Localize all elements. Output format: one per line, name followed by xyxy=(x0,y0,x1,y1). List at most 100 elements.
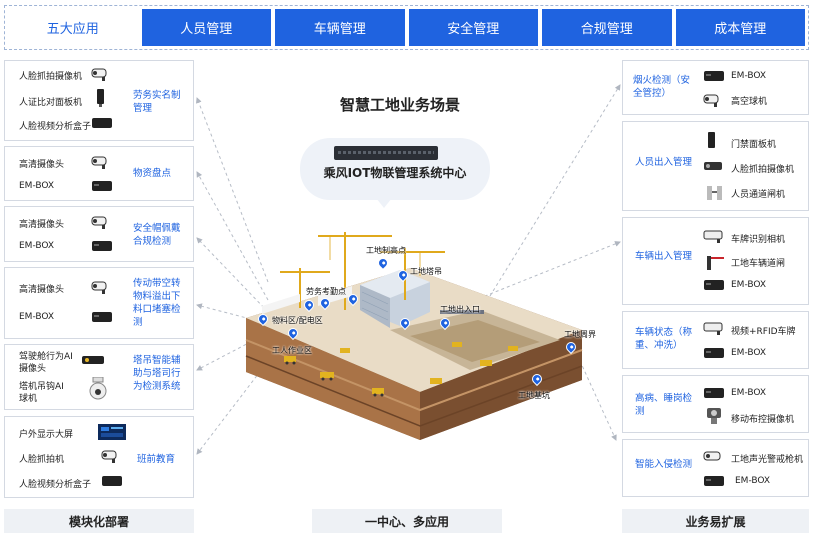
right-panel-vehicle-access: 车辆出入管理 车牌识别相机 工地车辆道闸 EM-BOX xyxy=(622,217,809,305)
device-label: 人脸抓拍机 xyxy=(19,455,65,465)
device-label: 驾驶舱行为AI摄像头 xyxy=(19,352,73,374)
left-panel-pre-shift-education: 户外显示大屏 人脸抓拍机 人脸视频分析盒子 班前教育 xyxy=(4,416,194,498)
device-label: EM-BOX xyxy=(731,388,767,398)
device-row: 视频+RFID车牌 xyxy=(731,324,796,337)
category-label: 安全帽佩戴合规检测 xyxy=(133,223,181,247)
em-box-icon xyxy=(92,241,112,251)
device-label: EM-BOX xyxy=(731,71,767,81)
category-label: 物资盘点 xyxy=(133,168,172,179)
analysis-box-icon xyxy=(102,476,122,486)
em-box-icon xyxy=(704,71,724,81)
category-label: 劳务实名制管理 xyxy=(133,90,181,114)
label-site-entrance: 工地出入口 xyxy=(440,305,480,314)
em-box-icon xyxy=(92,312,112,322)
analysis-box-icon xyxy=(92,118,112,128)
map-pin[interactable] xyxy=(437,315,453,331)
device-row: 人脸抓拍摄像机 xyxy=(19,69,82,82)
rfid-camera-icon xyxy=(703,322,723,335)
bubble-tail xyxy=(376,198,392,208)
left-panel-real-name: 人脸抓拍摄像机 人证比对面板机 人脸视频分析盒子 劳务实名制管理 xyxy=(4,60,194,141)
footer-one-center: 一中心、多应用 xyxy=(312,509,502,533)
mobile-camera-icon xyxy=(707,408,721,424)
device-label: 工地声光警戒枪机 xyxy=(731,455,804,465)
device-label: 高清摄像头 xyxy=(19,285,65,295)
device-label: 高清摄像头 xyxy=(19,160,65,170)
device-row: 人脸抓拍摄像机 xyxy=(731,162,794,175)
device-row: EM-BOX xyxy=(731,280,766,290)
category-label: 高病、睡岗检测 xyxy=(635,393,693,417)
device-label: 视频+RFID车牌 xyxy=(731,327,796,337)
device-label: 高清摄像头 xyxy=(19,220,65,230)
category-label: 车辆状态（称重、冲洗） xyxy=(635,327,693,351)
footer-easy-expansion: 业务易扩展 xyxy=(622,509,809,533)
device-row: EM-BOX xyxy=(731,388,766,398)
device-row: 工地车辆道闸 xyxy=(731,256,785,269)
server-icon xyxy=(334,146,438,160)
map-pin[interactable] xyxy=(563,339,579,355)
left-panel-tower-crane: 驾驶舱行为AI摄像头 塔机吊钩AI球机 塔吊智能辅助与塔司行为检测系统 xyxy=(4,344,194,410)
device-row: 工地声光警戒枪机 xyxy=(731,452,803,465)
device-row: 高清摄像头 xyxy=(19,217,64,230)
camera-icon xyxy=(704,162,722,170)
system-center-name: 乘风IOT物联管理系统中心 xyxy=(323,166,467,180)
device-label: EM-BOX xyxy=(19,312,55,322)
em-box-icon xyxy=(92,181,112,191)
tab-safety-management[interactable]: 安全管理 xyxy=(408,9,538,46)
top-navigation: 五大应用 人员管理 车辆管理 安全管理 合规管理 成本管理 xyxy=(4,5,809,50)
device-label: 人脸抓拍摄像机 xyxy=(19,72,83,82)
device-row: 门禁面板机 xyxy=(731,137,776,150)
map-pin[interactable] xyxy=(397,315,413,331)
em-box-icon xyxy=(704,476,724,486)
map-pin[interactable] xyxy=(301,297,317,313)
map-pin[interactable] xyxy=(255,311,271,327)
device-label: 人证比对面板机 xyxy=(19,98,83,108)
map-pin[interactable] xyxy=(317,295,333,311)
scene-title: 智慧工地业务场景 xyxy=(339,96,460,114)
device-label: 人脸视频分析盒子 xyxy=(19,480,92,490)
device-label: 高空球机 xyxy=(731,97,768,107)
device-row: 户外显示大屏 xyxy=(19,427,73,440)
device-label: EM-BOX xyxy=(731,280,767,290)
map-pin[interactable] xyxy=(375,255,391,271)
map-pin[interactable] xyxy=(345,291,361,307)
device-row: 塔机吊钩AI球机 xyxy=(19,381,69,405)
right-panel-personnel-access: 人员出入管理 门禁面板机 人脸抓拍摄像机 人员通道闸机 xyxy=(622,121,809,211)
label-foundation-pit: 工地基坑 xyxy=(518,391,550,400)
right-panel-smoke-fire: 烟火检测（安全管控） EM-BOX 高空球机 xyxy=(622,60,809,115)
device-row: EM-BOX xyxy=(735,476,770,486)
left-panel-inventory: 高清摄像头 EM-BOX 物资盘点 xyxy=(4,146,194,201)
device-label: 工地车辆道闸 xyxy=(731,259,786,269)
map-pin[interactable] xyxy=(285,325,301,341)
category-label: 传动带空转物料溢出下料口堵塞检测 xyxy=(133,278,181,328)
device-label: 人脸视频分析盒子 xyxy=(19,122,92,132)
tab-vehicle-management[interactable]: 车辆管理 xyxy=(275,9,405,46)
left-panel-conveyor: 高清摄像头 EM-BOX 传动带空转物料溢出下料口堵塞检测 xyxy=(4,267,194,339)
device-row: EM-BOX xyxy=(731,348,766,358)
label-work-area: 工人作业区 xyxy=(272,346,312,355)
tab-five-applications[interactable]: 五大应用 xyxy=(8,9,138,46)
camera-icon xyxy=(91,216,107,229)
tab-cost-management[interactable]: 成本管理 xyxy=(675,9,805,46)
map-pin[interactable] xyxy=(529,371,545,387)
device-row: EM-BOX xyxy=(19,241,54,251)
plate-camera-icon xyxy=(703,230,723,243)
label-site-high-point: 工地制高点 xyxy=(366,246,406,255)
device-row: 移动布控摄像机 xyxy=(731,412,794,425)
map-pin[interactable] xyxy=(395,267,411,283)
device-row: 人脸抓拍机 xyxy=(19,452,64,465)
right-panel-vehicle-status: 车辆状态（称重、冲洗） 视频+RFID车牌 EM-BOX xyxy=(622,311,809,369)
device-row: 人证比对面板机 xyxy=(19,95,82,108)
device-row: 人脸视频分析盒子 xyxy=(19,119,91,132)
cockpit-camera-icon xyxy=(82,356,104,364)
tab-personnel-management[interactable]: 人员管理 xyxy=(141,9,271,46)
device-label: 户外显示大屏 xyxy=(19,430,74,440)
device-row: 驾驶舱行为AI摄像头 xyxy=(19,351,81,375)
device-row: 高清摄像头 xyxy=(19,282,64,295)
camera-icon xyxy=(91,156,107,169)
device-row: 高空球机 xyxy=(731,94,767,107)
tab-compliance-management[interactable]: 合规管理 xyxy=(542,9,672,46)
device-label: 人脸抓拍摄像机 xyxy=(731,165,795,175)
device-row: EM-BOX xyxy=(731,71,766,81)
right-panel-sleep-detection: 高病、睡岗检测 EM-BOX 移动布控摄像机 xyxy=(622,375,809,433)
category-label: 车辆出入管理 xyxy=(635,251,693,262)
